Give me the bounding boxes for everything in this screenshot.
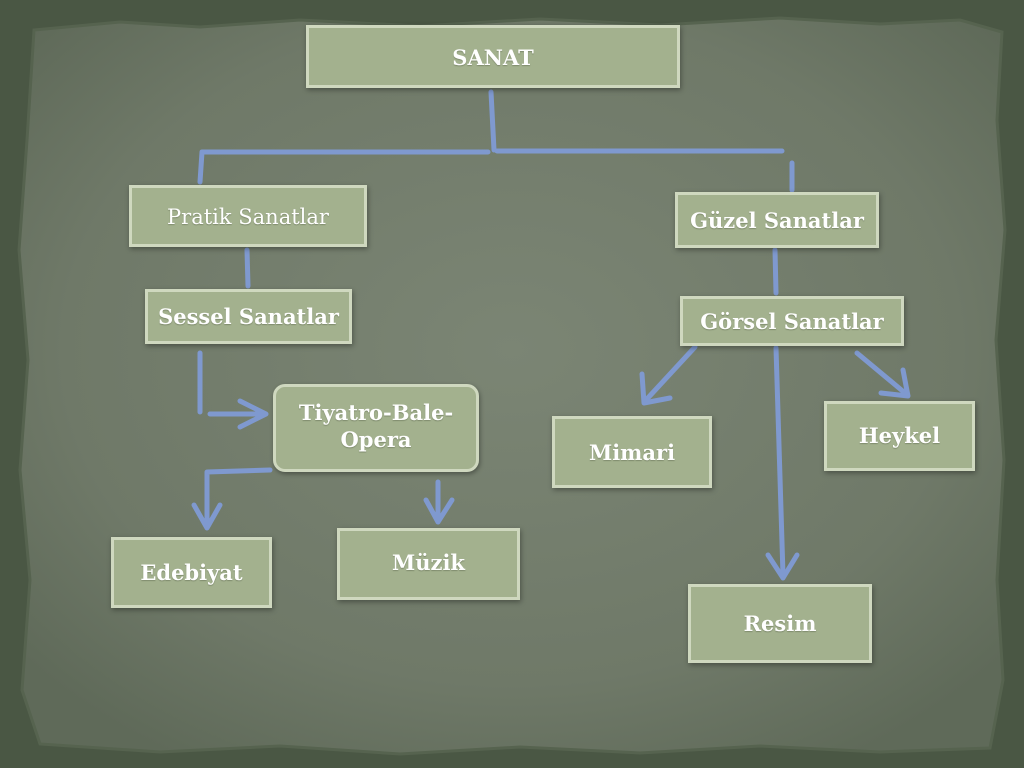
arrowhead-tiyatro [237, 398, 269, 430]
node-mimari: Mimari [552, 416, 712, 488]
connector-tiyatro-edebiyat [204, 467, 273, 528]
connector-sanat-trunk [488, 89, 497, 153]
node-resim: Resim [688, 584, 872, 663]
connector-gorsel-mimari [643, 344, 698, 403]
node-edebiyat: Edebiyat [111, 537, 272, 608]
arrowhead-heykel [878, 367, 911, 399]
node-heykel: Heykel [824, 401, 975, 471]
node-sessel-sanatlar: Sessel Sanatlar [145, 289, 352, 344]
connector-pratik-sessel [244, 247, 251, 289]
arrowhead-muzik [423, 497, 455, 525]
arrowhead-mimari [639, 371, 673, 406]
connector-sessel-tiyatro [197, 350, 265, 417]
arrowhead-edebiyat [191, 502, 223, 531]
node-gorsel-sanatlar: Görsel Sanatlar [680, 296, 904, 346]
connector-gorsel-heykel [854, 350, 908, 396]
connector-branch-left [197, 149, 491, 185]
node-muzik: Müzik [337, 528, 520, 600]
connector-gorsel-resim [773, 345, 786, 578]
node-tiyatro-bale-opera: Tiyatro-Bale- Opera [273, 384, 479, 472]
connector-guzel-gorsel [772, 247, 779, 296]
arrowhead-resim [765, 552, 800, 581]
node-pratik-sanatlar: Pratik Sanatlar [129, 185, 367, 247]
node-sanat: SANAT [306, 25, 680, 88]
node-guzel-sanatlar: Güzel Sanatlar [675, 192, 879, 248]
